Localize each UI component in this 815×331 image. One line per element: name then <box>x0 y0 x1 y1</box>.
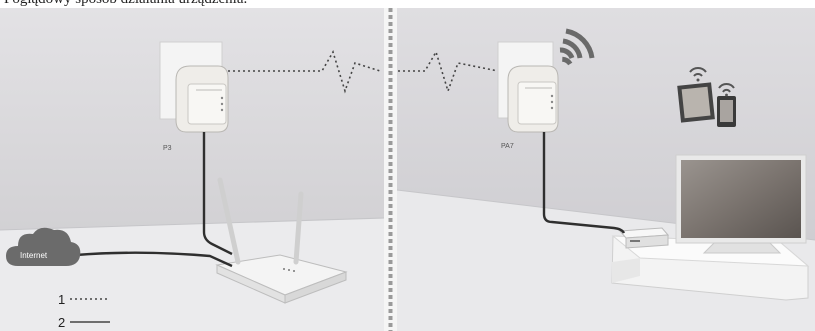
tablet <box>677 82 715 122</box>
tv <box>676 155 806 253</box>
phone <box>717 96 736 127</box>
right-adapter-label: PA7 <box>501 143 514 150</box>
tv-screen <box>681 160 801 238</box>
internet-label: Internet <box>20 251 48 260</box>
left-adapter-label: P3 <box>163 145 172 152</box>
set-top-box <box>620 228 668 248</box>
tv-base <box>704 243 780 253</box>
room-divider <box>384 8 397 331</box>
legend-key-2: 2 <box>58 315 65 330</box>
legend-key-1: 1 <box>58 292 65 307</box>
